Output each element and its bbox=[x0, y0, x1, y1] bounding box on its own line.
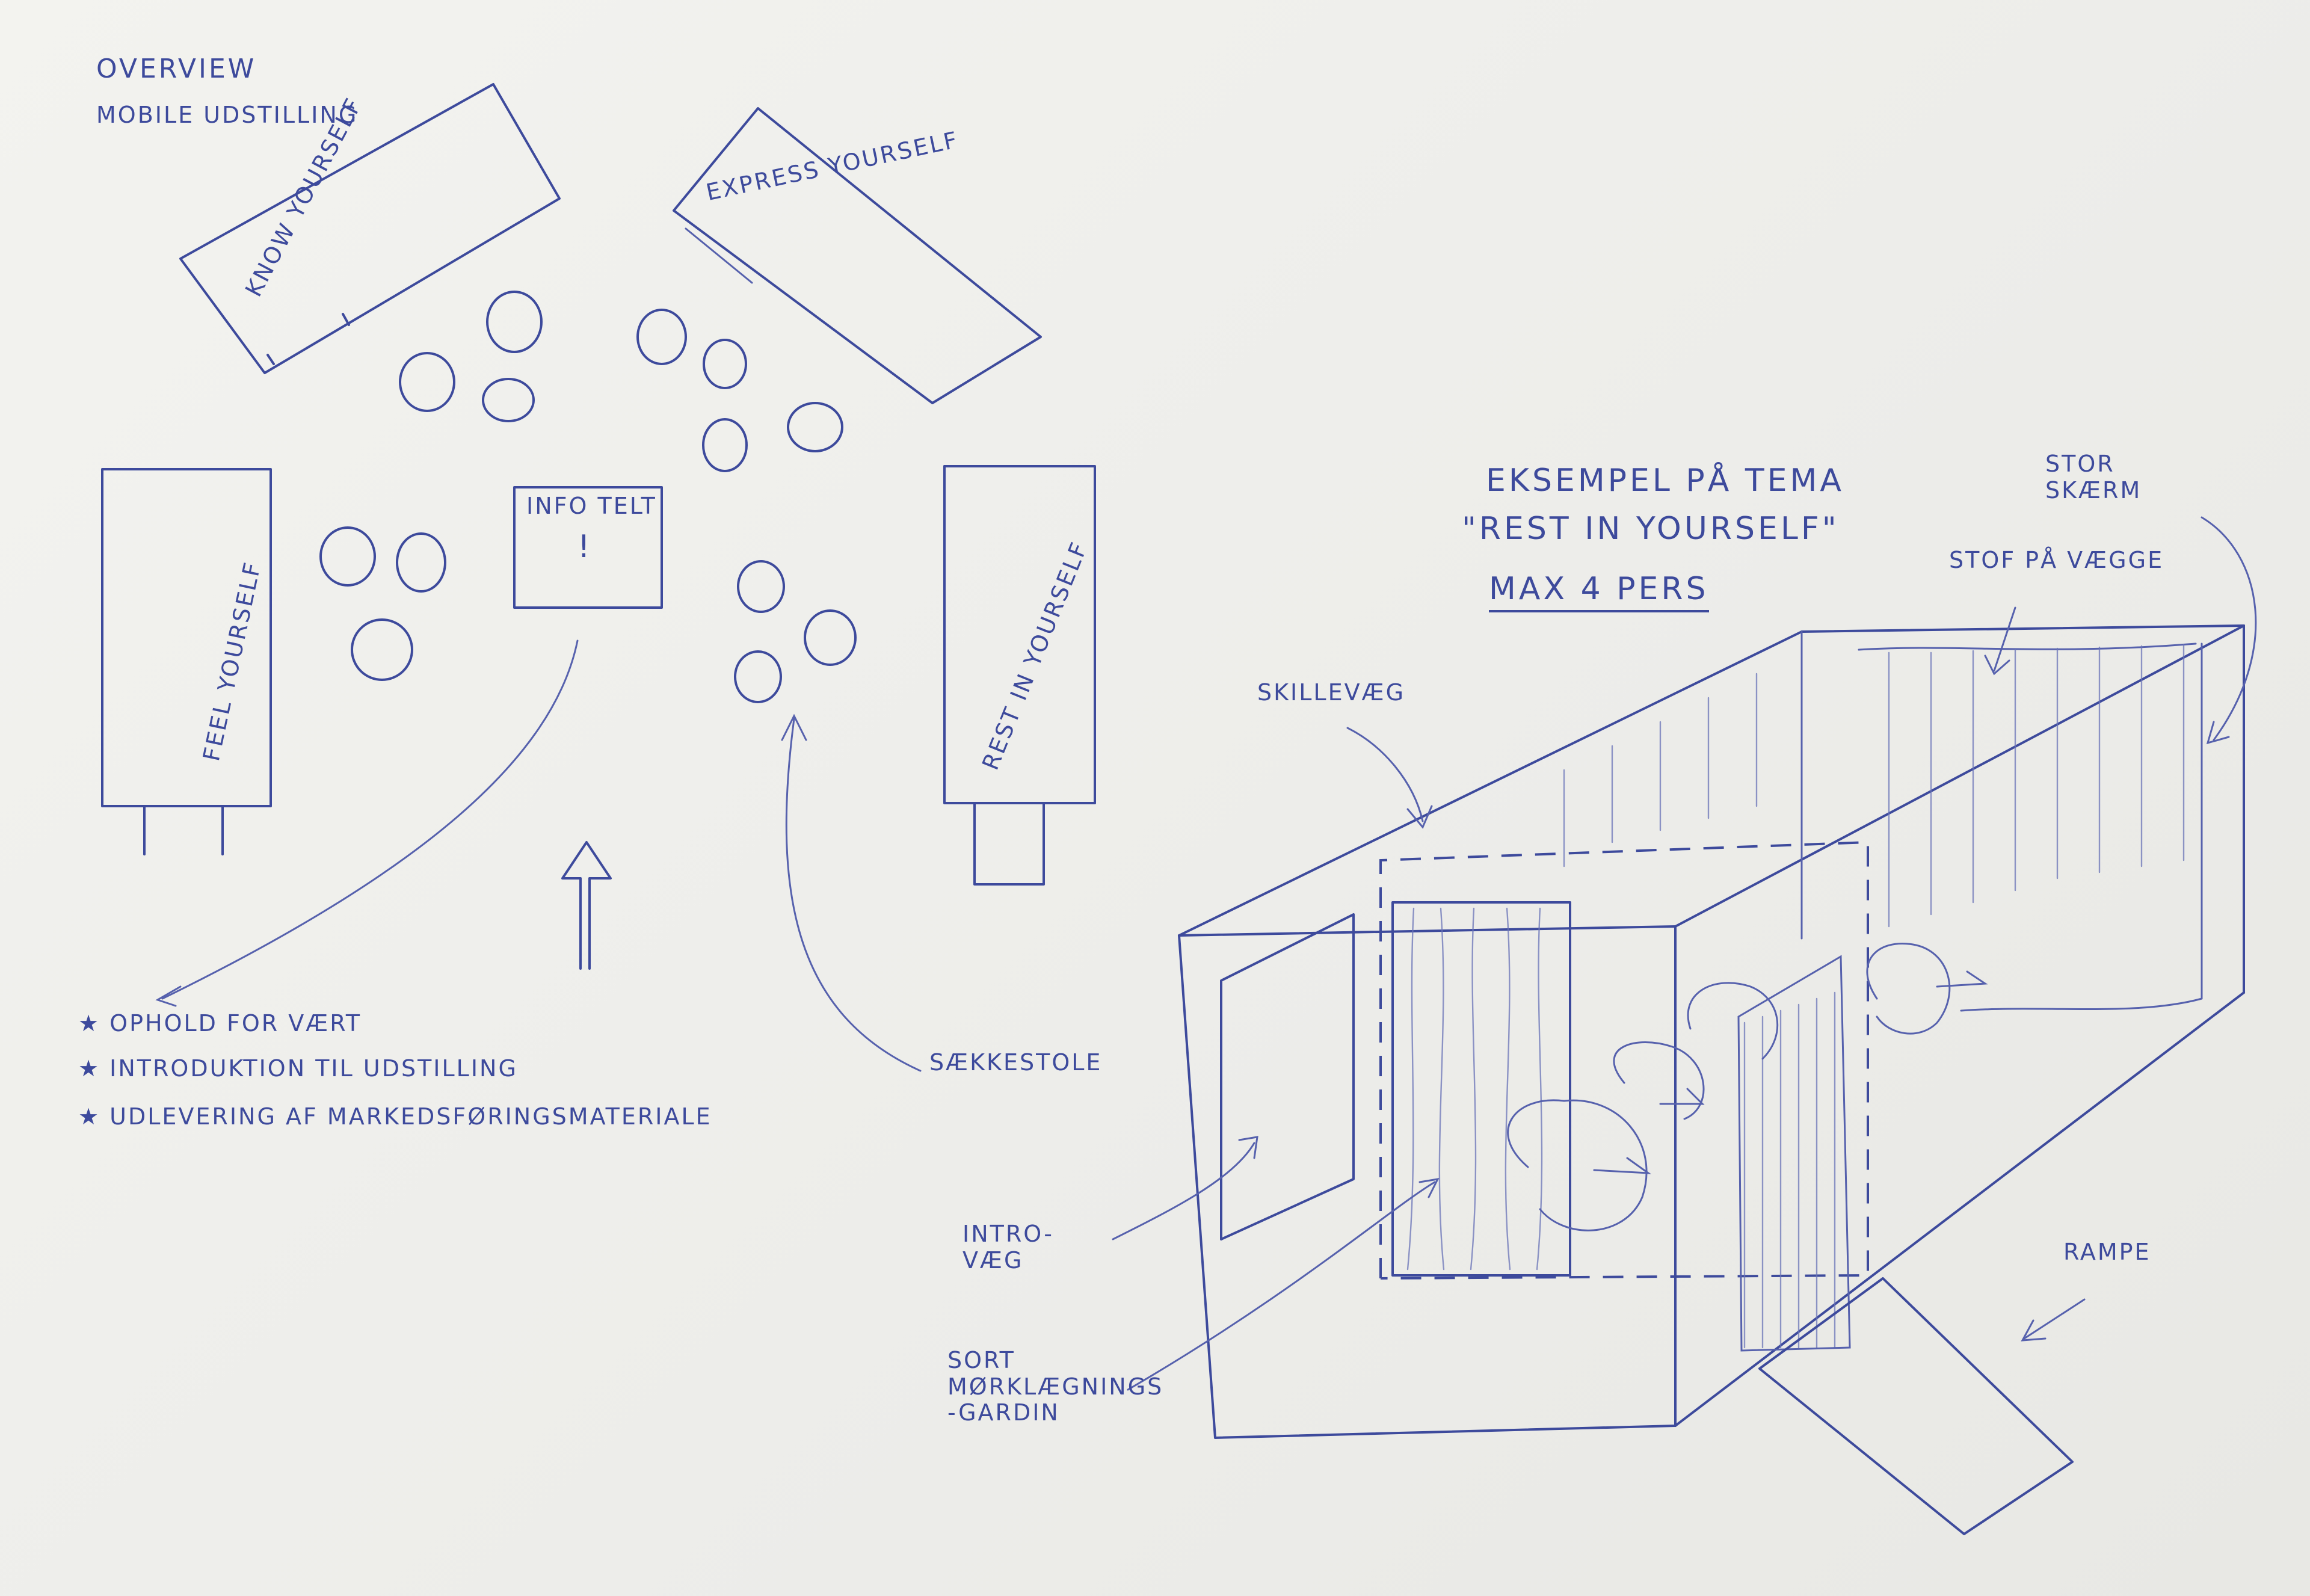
annotation-arrows bbox=[1112, 516, 2257, 1391]
container-rest-in-yourself bbox=[943, 465, 1096, 886]
label-bean-bags: SÆKKESTOLE bbox=[929, 1049, 1103, 1076]
label-stof: STOF PÅ VÆGGE bbox=[1949, 547, 2164, 573]
container-feel-yourself bbox=[101, 468, 272, 855]
bean-bag-circles bbox=[319, 291, 857, 703]
label-intro-vaeg: INTRO- VÆG bbox=[962, 1221, 1054, 1274]
label-rampe: RAMPE bbox=[2063, 1239, 2151, 1265]
label-sort-gardin: SORT MØRKLÆGNINGS -GARDIN bbox=[947, 1347, 1164, 1426]
container-express-yourself bbox=[673, 107, 1042, 404]
info-tent-box bbox=[513, 486, 663, 609]
example-heading: EKSEMPEL PÅ TEMA bbox=[1486, 463, 1844, 499]
example-capacity: MAX 4 PERS bbox=[1489, 571, 1709, 612]
entrance-arrow bbox=[561, 841, 612, 970]
info-note-item: ★ OPHOLD FOR VÆRT bbox=[78, 1010, 362, 1037]
label-skillevaeg: SKILLEVÆG bbox=[1257, 679, 1406, 706]
overview-title: OVERVIEW bbox=[96, 54, 257, 84]
info-note-item: ★ UDLEVERING AF MARKEDSFØRINGSMATERIALE bbox=[78, 1103, 712, 1130]
example-theme: "REST IN YOURSELF" bbox=[1462, 511, 1840, 547]
info-tent-mark: ! bbox=[578, 529, 593, 565]
overview-subtitle: MOBILE UDSTILLING bbox=[96, 102, 359, 128]
arrow-info-to-notes bbox=[155, 639, 579, 1007]
arrow-bean-bags bbox=[781, 713, 922, 1072]
info-note-item: ★ INTRODUKTION TIL UDSTILLING bbox=[78, 1055, 518, 1082]
container-know-yourself bbox=[179, 83, 561, 374]
info-tent-label: INFO TELT bbox=[526, 493, 657, 519]
star-bullet-icon: ★ bbox=[78, 1055, 101, 1082]
container-3d bbox=[1178, 624, 2245, 1535]
star-bullet-icon: ★ bbox=[78, 1010, 101, 1037]
star-bullet-icon: ★ bbox=[78, 1103, 101, 1130]
label-stor-skaerm: STOR SKÆRM bbox=[2045, 451, 2142, 504]
